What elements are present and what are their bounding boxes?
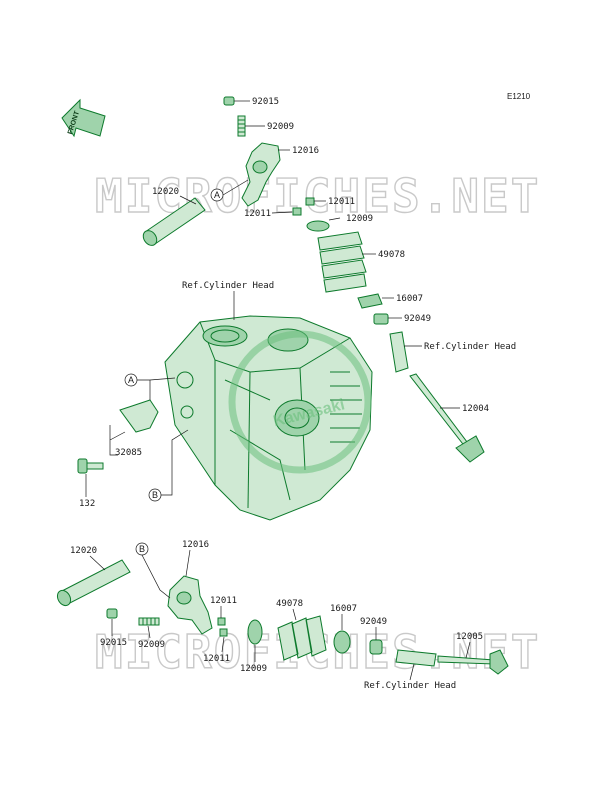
part-12011-cotter-upper-right <box>305 197 315 206</box>
part-92009-screw <box>237 115 246 137</box>
valve-guide-lower <box>395 649 437 667</box>
part-49078-spring <box>317 231 367 293</box>
label-12016-upper: 12016 <box>292 146 319 156</box>
label-12020-lower: 12020 <box>70 546 97 556</box>
part-12005-valve <box>437 649 509 675</box>
part-32085-plate <box>119 399 159 433</box>
label-92049-upper: 92049 <box>404 314 431 324</box>
label-12004: 12004 <box>462 404 489 414</box>
label-132: 132 <box>79 499 95 509</box>
watermark-top: MICROFICHES.NET <box>95 169 540 223</box>
label-12016-lower: 12016 <box>182 540 209 550</box>
part-92015-nut <box>223 96 235 106</box>
ref-cylinder-head-valve: Ref.Cylinder Head <box>424 342 516 352</box>
label-49078-upper: 49078 <box>378 250 405 260</box>
part-12011-cotter-lower-bottom <box>219 628 228 637</box>
part-92049-seal <box>373 313 389 325</box>
letter-a-upper: A <box>214 190 220 200</box>
label-92015-lower: 92015 <box>100 638 127 648</box>
part-12011-cotter-lower-top <box>217 617 226 626</box>
letter-b-lower: B <box>139 544 145 554</box>
label-92009-upper: 92009 <box>267 122 294 132</box>
part-132-bolt <box>77 458 104 474</box>
ref-cylinder-head-bottom: Ref.Cylinder Head <box>364 681 456 691</box>
label-92009-lower: 92009 <box>138 640 165 650</box>
part-92049-seal-lower <box>369 639 383 655</box>
label-92015-upper: 92015 <box>252 97 279 107</box>
front-arrow-icon: FRONT <box>61 98 106 138</box>
label-12011-upper-left: 12011 <box>244 209 271 219</box>
label-12005: 12005 <box>456 632 483 642</box>
part-92015-nut-lower <box>106 608 118 619</box>
part-12016-rocker-arm <box>241 142 281 207</box>
label-16007-upper: 16007 <box>396 294 423 304</box>
part-12011-cotter-upper-left <box>292 207 302 216</box>
label-12009-upper: 12009 <box>346 214 373 224</box>
part-12004-valve <box>409 373 485 463</box>
letter-b-left: B <box>152 490 158 500</box>
part-12020-shaft-lower <box>56 559 131 607</box>
part-12009-retainer-lower <box>247 619 263 645</box>
ref-cylinder-head-top: Ref.Cylinder Head <box>182 281 274 291</box>
part-12016-rocker-arm-lower <box>167 575 213 635</box>
label-12011-lower-top: 12011 <box>210 596 237 606</box>
part-12009-retainer <box>306 220 330 232</box>
label-92049-lower: 92049 <box>360 617 387 627</box>
label-12011-lower-bottom: 12011 <box>203 654 230 664</box>
label-12020-upper: 12020 <box>152 187 179 197</box>
label-12011-upper-right: 12011 <box>328 197 355 207</box>
part-16007-seal-lower <box>333 630 351 654</box>
label-16007-lower: 16007 <box>330 604 357 614</box>
letter-a-left: A <box>128 375 134 385</box>
diagram-code: E1210 <box>507 92 531 101</box>
part-16007-seal <box>357 293 383 309</box>
part-12020-shaft <box>142 197 206 246</box>
part-92009-screw-lower <box>138 617 160 626</box>
label-49078-lower: 49078 <box>276 599 303 609</box>
valve-guide-upper <box>389 331 409 373</box>
label-32085: 32085 <box>115 448 142 458</box>
label-12009-lower: 12009 <box>240 664 267 674</box>
part-49078-spring-lower <box>277 615 327 661</box>
